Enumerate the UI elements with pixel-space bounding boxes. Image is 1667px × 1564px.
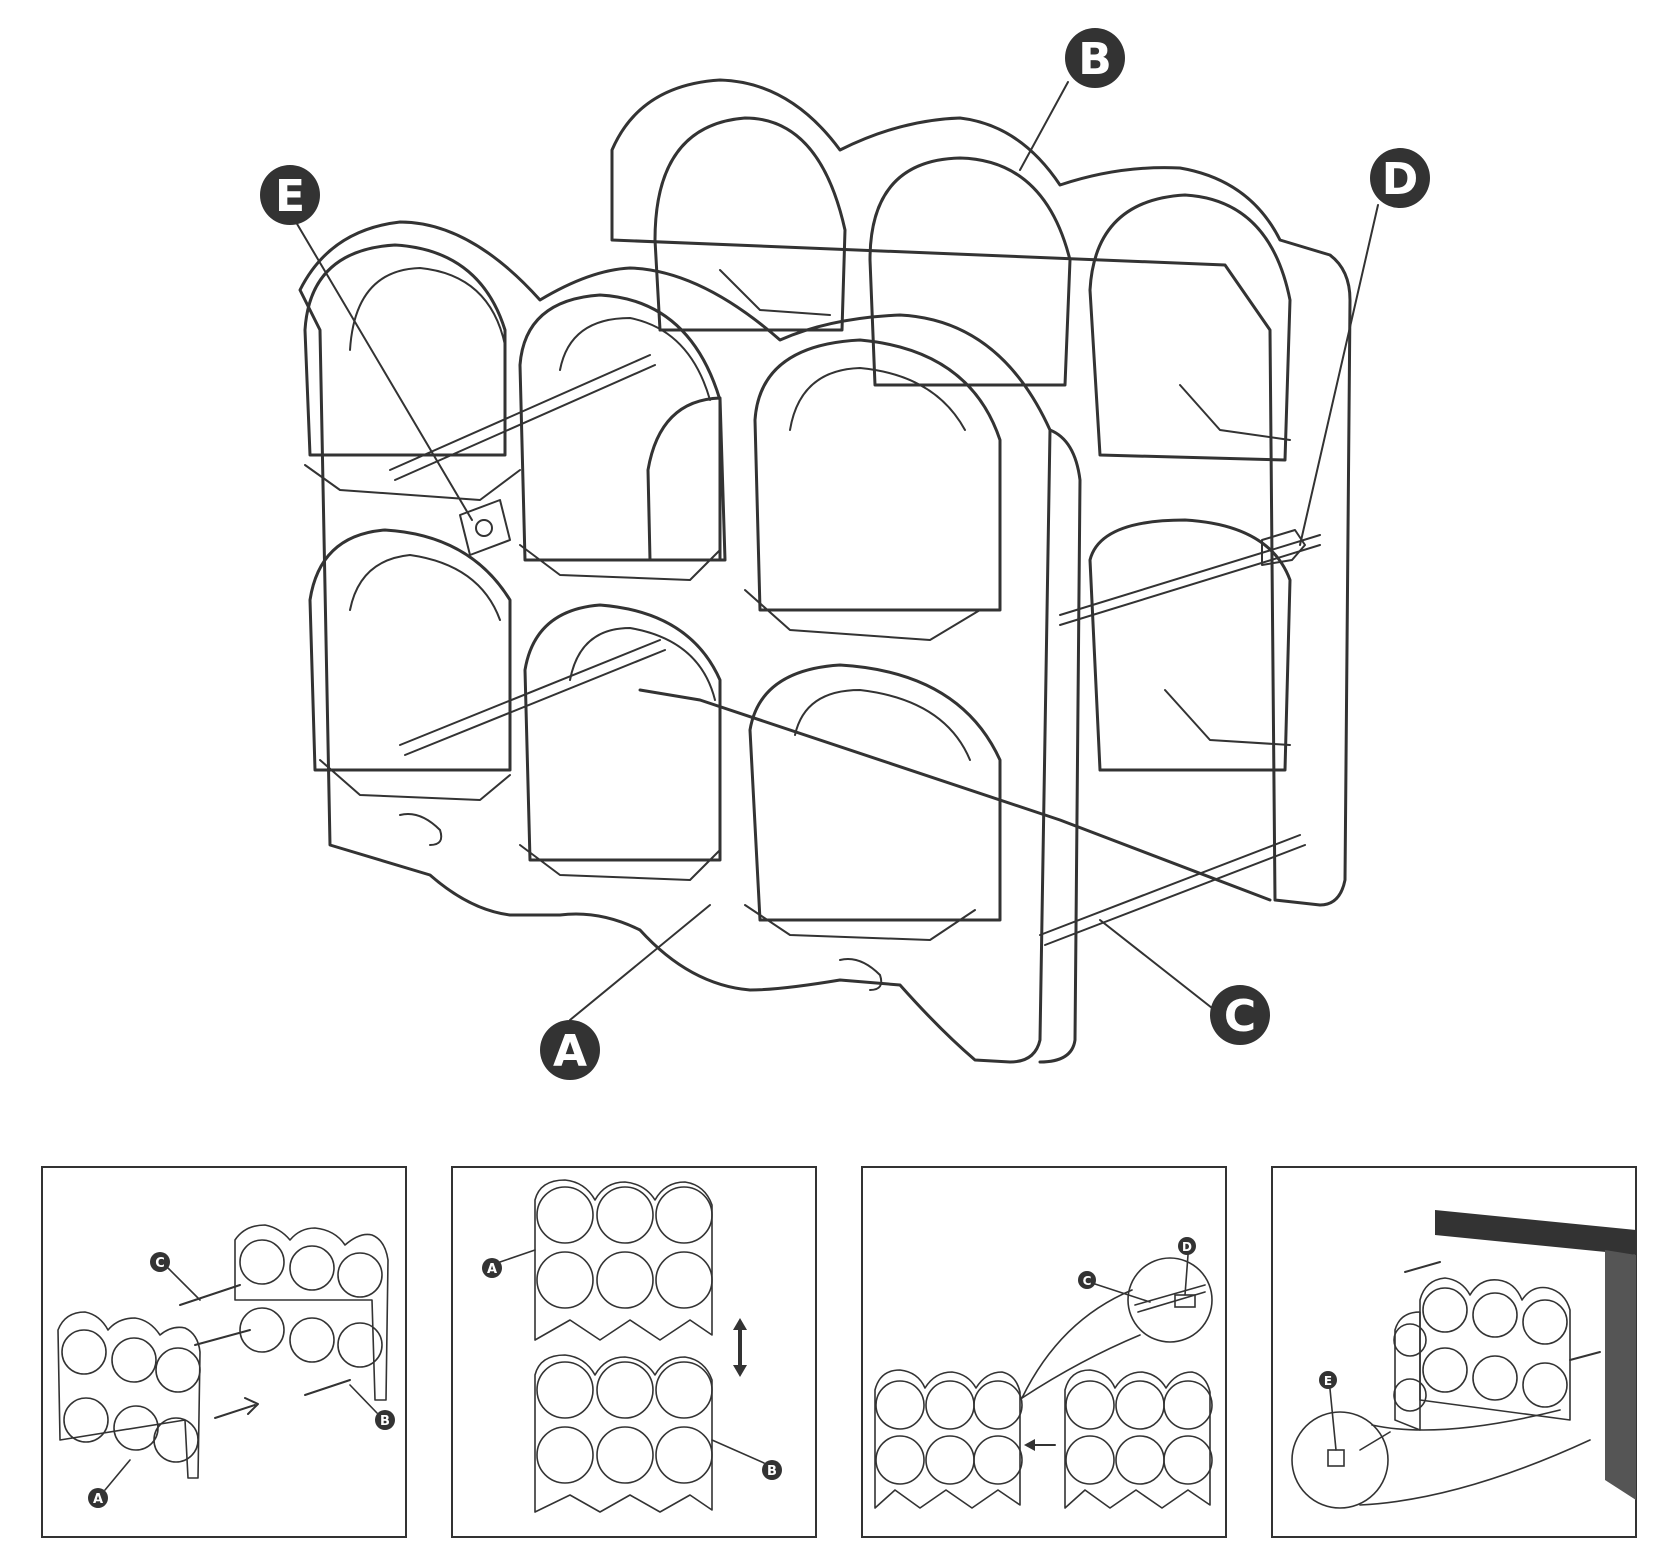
step-4-badge-e-text: E — [1324, 1374, 1332, 1388]
back-panel-cell-3 — [1088, 193, 1292, 462]
callout-c-text: C — [1224, 991, 1256, 1042]
front-panel-cell-2 — [518, 293, 722, 562]
step-4-badge-e: E — [1319, 1371, 1337, 1389]
step-3-badge-c-text: C — [1083, 1274, 1092, 1288]
back-cradle-1 — [719, 269, 831, 316]
cradle-2 — [519, 544, 721, 581]
step-panel-3: C D — [861, 1166, 1227, 1538]
callout-d-text: D — [1382, 154, 1419, 205]
back-panel-cell-2 — [868, 156, 1072, 387]
back-panel-outline — [610, 78, 1352, 907]
cradle-6 — [744, 904, 976, 941]
front-panel-edge — [1038, 428, 1082, 1064]
callout-a-text: A — [553, 1026, 587, 1077]
leader-d — [1299, 204, 1379, 546]
callout-b: B — [1065, 28, 1125, 88]
step-3-badge-d: D — [1178, 1237, 1196, 1255]
back-panel-cell-5 — [646, 396, 727, 562]
step-1-badge-a-text: A — [93, 1492, 103, 1507]
front-panel-cell-1-inner — [349, 267, 506, 351]
front-panel-cell-3-inner — [789, 367, 966, 431]
callout-e-text: E — [275, 171, 305, 222]
front-panel-cell-5 — [523, 603, 722, 862]
clip-d — [1261, 529, 1306, 566]
front-panel-cell-2-inner — [559, 317, 711, 401]
leader-a — [569, 904, 711, 1021]
rod-top-left — [389, 354, 651, 471]
leader-c — [1099, 919, 1213, 1009]
front-panel-cell-1 — [303, 243, 507, 457]
front-panel-cell-4-inner — [349, 554, 501, 621]
step-1-badge-b-text: B — [380, 1414, 390, 1429]
front-panel-cell-6 — [748, 663, 1002, 922]
step-panel-4: E — [1271, 1166, 1637, 1538]
step-1-badge-c: C — [150, 1252, 170, 1272]
wine-rack-assembled — [289, 78, 1379, 1064]
front-panel-cell-5-inner — [569, 627, 716, 701]
callout-b-text: B — [1078, 34, 1112, 85]
step-1-badge-a: A — [88, 1488, 108, 1508]
callout-a: A — [540, 1020, 600, 1080]
front-panel-cell-6-inner — [794, 689, 971, 761]
rod-top-right-2 — [1059, 544, 1321, 626]
rod-bottom-right — [1039, 834, 1301, 936]
step-2-badge-b-text: B — [767, 1464, 777, 1479]
step-2-badge-a-text: A — [487, 1262, 497, 1277]
cradle-5 — [519, 844, 721, 881]
foot-left — [399, 813, 443, 846]
step-panel-2: A B — [451, 1166, 817, 1538]
leader-b — [1019, 81, 1069, 171]
back-panel-bottom — [638, 688, 1272, 902]
cradle-4 — [319, 759, 511, 801]
wall-mount-e — [459, 499, 511, 556]
front-panel-outline — [298, 220, 1052, 1064]
back-cradle-3 — [1164, 689, 1291, 746]
rod-bottom-left-2 — [404, 649, 666, 756]
callout-d: D — [1370, 148, 1430, 208]
rod-top-right — [1059, 534, 1321, 616]
step-2-badge-a: A — [482, 1258, 502, 1278]
step-panel-1: C B A — [41, 1166, 407, 1538]
cradle-1 — [304, 464, 521, 501]
front-panel-cell-4 — [308, 528, 512, 772]
step-2-badge-b: B — [762, 1460, 782, 1480]
foot-right — [839, 958, 883, 991]
leader-e — [289, 211, 473, 521]
step-1-badge-b: B — [375, 1410, 395, 1430]
rod-bottom-right-2 — [1044, 844, 1306, 946]
wall-mount-e-hole — [475, 519, 493, 537]
step-3-badge-c: C — [1078, 1271, 1096, 1289]
back-cradle-2 — [1179, 384, 1291, 441]
rod-top-left-2 — [394, 364, 656, 481]
back-panel-cell-4 — [1088, 518, 1292, 772]
cradle-3 — [744, 589, 981, 641]
callout-e: E — [260, 165, 320, 225]
rod-bottom-left — [399, 639, 661, 746]
back-panel-cell-1 — [653, 116, 847, 332]
step-3-badge-d-text: D — [1182, 1240, 1192, 1254]
step-1-badge-c-text: C — [155, 1256, 165, 1271]
front-panel-cell-3 — [753, 338, 1002, 612]
callout-c: C — [1210, 985, 1270, 1045]
